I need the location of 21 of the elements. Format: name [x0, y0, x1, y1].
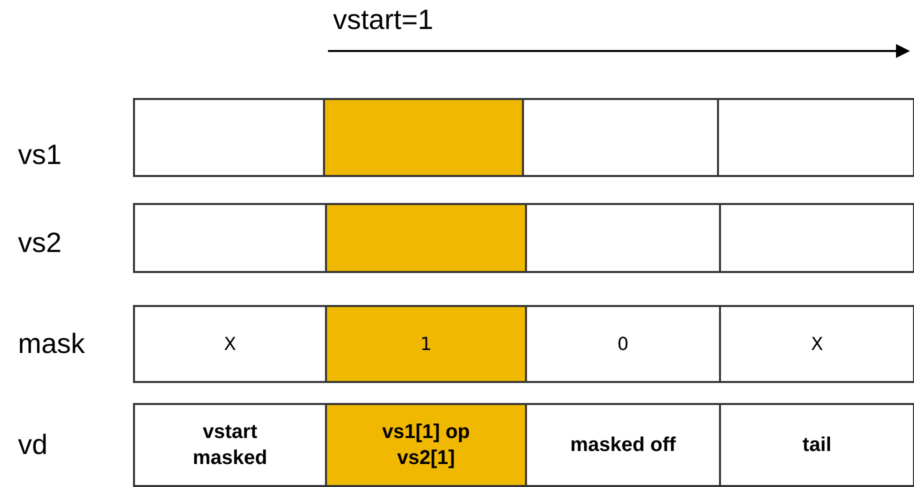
cell-box [325, 203, 527, 273]
cell-box [717, 98, 914, 177]
row-label: vs1 [18, 141, 62, 169]
table-cell: masked off [525, 403, 721, 487]
cell-box [133, 98, 325, 177]
row-label: vs2 [18, 229, 62, 257]
row-label: vd [18, 431, 48, 459]
table-cell: vstart masked [133, 403, 327, 487]
table-cell: X [133, 305, 327, 383]
direction-label: vstart=1 [333, 6, 434, 34]
table-cell: tail [719, 403, 914, 487]
cell-box [522, 98, 719, 177]
cell-box [525, 203, 721, 273]
table-cell: X [719, 305, 914, 383]
table-cell: vs1[1] op vs2[1] [325, 403, 527, 487]
table-cell: 1 [325, 305, 527, 383]
cell-box [719, 203, 914, 273]
cell-box [323, 98, 524, 177]
row-label: mask [18, 330, 85, 358]
table-cell: 0 [525, 305, 721, 383]
cell-box [133, 203, 327, 273]
